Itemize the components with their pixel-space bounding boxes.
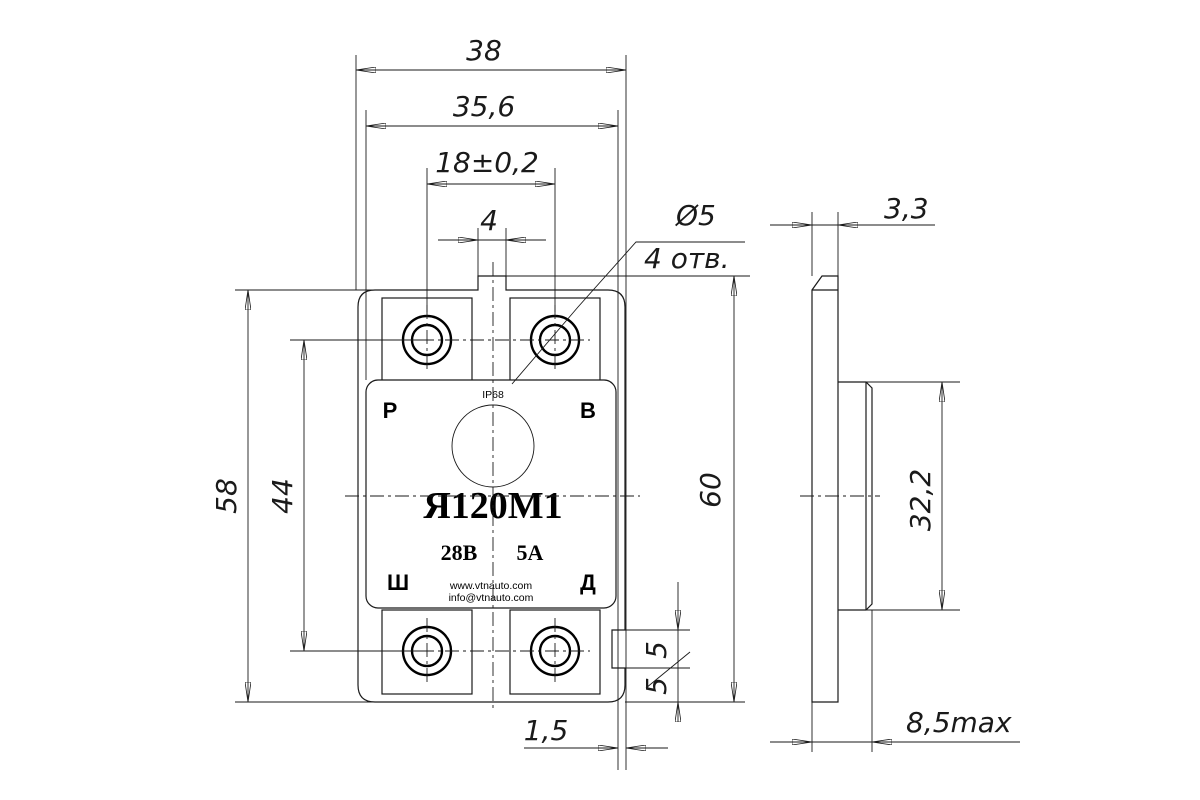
side-dimensions: 3,3 32,2 8,5max bbox=[770, 192, 1020, 752]
front-view: IP68 Р В Я120М1 28В 5А Ш Д www.vtnauto.c… bbox=[345, 262, 640, 712]
dim-3-3: 3,3 bbox=[884, 192, 929, 225]
terminal-plate-bottom-left bbox=[381, 609, 473, 695]
side-view bbox=[800, 275, 880, 703]
terminal-label-v: В bbox=[580, 398, 596, 423]
email-text: info@vtnauto.com bbox=[449, 592, 534, 604]
hole-leader-line bbox=[511, 241, 745, 385]
dim-18: 18±0,2 bbox=[435, 146, 539, 179]
terminal-label-d: Д bbox=[580, 570, 596, 595]
side-body-outline bbox=[811, 275, 839, 703]
dim-60: 60 bbox=[694, 472, 727, 508]
dim-32-2: 32,2 bbox=[904, 469, 937, 531]
side-boss-outline bbox=[838, 381, 873, 611]
dim-8-5max: 8,5max bbox=[906, 706, 1012, 739]
terminal-label-p: Р bbox=[383, 398, 398, 423]
website-text: www.vtnauto.com bbox=[449, 580, 533, 592]
dim-35-6: 35,6 bbox=[453, 90, 515, 123]
dim-58: 58 bbox=[210, 478, 243, 514]
dim-4: 4 bbox=[480, 204, 498, 237]
voltage-rating: 28В bbox=[441, 540, 478, 565]
dim-notch-top: 5 bbox=[640, 641, 673, 659]
dim-hole-diameter: Ø5 bbox=[675, 199, 716, 232]
dim-hole-count: 4 отв. bbox=[644, 242, 730, 275]
dim-44: 44 bbox=[266, 478, 299, 514]
dim-38: 38 bbox=[466, 34, 502, 67]
dim-notch-bottom: 5 bbox=[640, 677, 673, 695]
label-plate bbox=[365, 379, 617, 609]
terminal-label-sh: Ш bbox=[387, 570, 409, 595]
dim-1-5: 1,5 bbox=[524, 714, 569, 747]
front-dimensions: 38 35,6 18±0,2 4 Ø5 4 отв. 58 44 60 bbox=[210, 34, 750, 770]
current-rating: 5А bbox=[517, 540, 544, 565]
terminal-plate-bottom-right bbox=[509, 609, 601, 695]
